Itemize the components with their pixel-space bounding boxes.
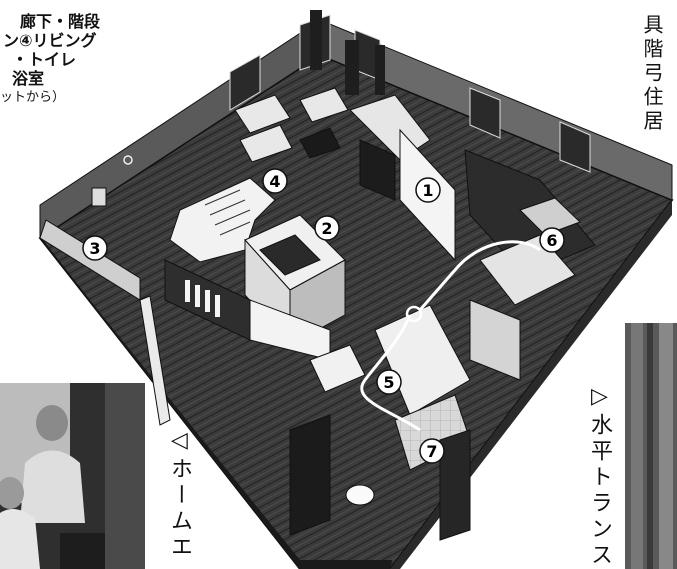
isometric-floor-plan: 1 2 3 4 5 6 7 [38, 10, 674, 569]
room-label-5: 5 [376, 369, 402, 395]
room-label-6: 6 [539, 227, 565, 253]
legend-line-3: ・トイレ [12, 50, 77, 69]
room-label-7: 7 [419, 438, 445, 464]
room-label-6-text: 6 [546, 231, 557, 250]
room-label-3: 3 [82, 235, 108, 261]
room-label-3-text: 3 [89, 239, 100, 258]
transport-photo [625, 323, 677, 569]
room-label-5-text: 5 [383, 373, 394, 392]
living-room [234, 87, 349, 163]
home-elevator-caption: ◁ホームエ [167, 428, 192, 561]
home-elevator-photo [0, 383, 145, 569]
room-label-2: 2 [314, 215, 340, 241]
legend-line-4: 浴室 [12, 69, 45, 88]
toilet-room [309, 344, 375, 506]
legend-line-1: 廊下・階段 [20, 12, 101, 31]
front-columns [289, 414, 471, 541]
legend-line-5: ットから） [0, 90, 66, 105]
circulation-path [360, 240, 541, 432]
horizontal-transport-caption: ▷水平トランス [587, 384, 612, 569]
room-label-1: 1 [415, 177, 441, 203]
room-label-1-text: 1 [422, 181, 433, 200]
right-edge-vertical-text: 具階弓住居 [640, 14, 664, 134]
room-label-4: 4 [262, 168, 288, 194]
legend-line-2: ン④リビング [3, 31, 97, 50]
room-number-labels: 1 2 3 4 5 6 7 [82, 168, 565, 464]
room-label-2-text: 2 [321, 219, 332, 238]
room-label-7-text: 7 [426, 442, 437, 461]
staircase [169, 177, 276, 263]
room-legend: 廊下・階段 ン④リビング ・トイレ 浴室 ットから） [0, 12, 135, 107]
room-label-4-text: 4 [269, 172, 280, 191]
